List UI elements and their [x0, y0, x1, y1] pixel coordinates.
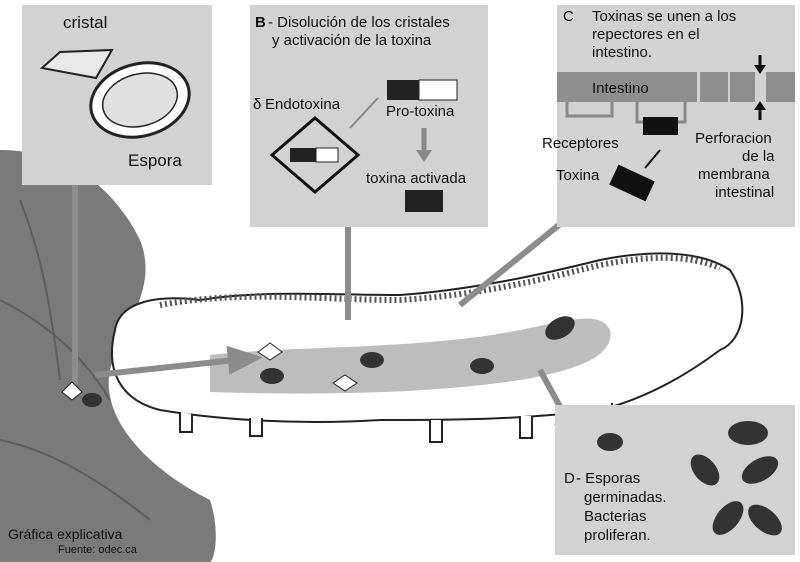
label-espora: Espora	[128, 151, 182, 170]
delta-symbol: δ	[253, 96, 262, 113]
label-endotoxina: Endotoxina	[265, 96, 341, 113]
leaf-vein	[0, 199, 151, 521]
crystal-in-gut	[257, 342, 283, 361]
label-toxina-activada: toxina activada	[366, 170, 467, 187]
label-receptores: Receptores	[542, 135, 619, 152]
panel-c-title: repectores en el	[592, 26, 700, 43]
crystal-icon	[39, 48, 114, 80]
label-perforacion: membrana	[698, 166, 770, 183]
spore-in-gut	[360, 352, 384, 368]
panel-b-letter: B	[255, 14, 266, 31]
bacteria-group	[690, 421, 782, 536]
label-toxina: Toxina	[556, 167, 600, 184]
label-perforacion: Perforacion	[695, 130, 772, 147]
panel-b-title: y activación de la toxina	[272, 32, 432, 49]
active-toxin-icon	[405, 190, 443, 212]
panel-d-text: germinadas.	[584, 489, 667, 506]
gut	[210, 318, 611, 394]
panel-c-letter: C	[563, 8, 574, 25]
bound-toxin	[643, 117, 678, 135]
bacteria-in-gut	[545, 316, 575, 340]
label-protoxina: Pro-toxina	[386, 103, 455, 120]
label-perforacion: intestinal	[715, 184, 775, 201]
panel-c-title: Toxinas se unen a los	[592, 8, 737, 25]
panel-b	[250, 5, 488, 227]
caption-title: Gráfica explicativa	[8, 526, 123, 542]
panel-d-text: Bacterias	[584, 508, 647, 525]
panel-b-title: - Disolución de los cristales	[268, 14, 450, 31]
toxin-icon	[609, 164, 655, 202]
spore-on-leaf	[82, 393, 102, 407]
crystal-in-gut	[332, 374, 358, 392]
label-perforacion: de la	[742, 148, 775, 165]
label-cristal: cristal	[63, 13, 108, 32]
spore-in-gut	[260, 368, 284, 384]
caption-source: Fuente: odec.ca	[58, 544, 137, 556]
protoxin-icon	[387, 80, 419, 100]
panel-d-text: proliferan.	[584, 527, 651, 544]
crystal-on-leaf	[61, 381, 83, 401]
panel-d-text: - Esporas	[576, 470, 641, 487]
label-intestino: Intestino	[592, 80, 649, 97]
intestine-wall	[557, 72, 697, 102]
panel-c-title: intestino.	[592, 44, 653, 61]
spore-in-gut	[470, 358, 494, 374]
caterpillar-body	[111, 252, 744, 423]
spore-germinating	[597, 433, 623, 451]
panel-d-letter: D	[564, 470, 575, 487]
